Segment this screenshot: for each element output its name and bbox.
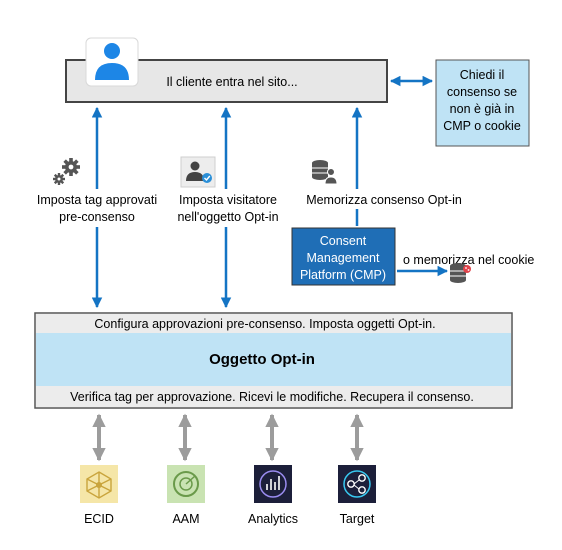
label-left-line-2: pre-consenso: [59, 210, 135, 224]
ecid-icon: [80, 465, 118, 503]
cmp-line-1: Consent: [320, 234, 367, 248]
optin-object-box: Configura approvazioni pre-consenso. Imp…: [34, 312, 513, 409]
optin-title: Oggetto Opt-in: [209, 351, 315, 368]
label-left-line-1: Imposta tag approvati: [37, 193, 157, 207]
analytics-icon: [254, 465, 292, 503]
label-middle-line-1: Imposta visitatore: [179, 193, 277, 207]
cmp-line-3: Platform (CMP): [300, 268, 386, 282]
gears-icon: [53, 158, 80, 185]
user-check-icon: [180, 156, 216, 188]
cmp-box: Consent Management Platform (CMP): [291, 227, 396, 286]
side-note-line-4: CMP o cookie: [443, 119, 521, 133]
aam-icon: [167, 465, 205, 503]
product-label-target: Target: [340, 512, 375, 526]
cmp-line-2: Management: [307, 251, 380, 265]
label-right-line-1: Memorizza consenso Opt-in: [306, 193, 462, 207]
product-label-analytics: Analytics: [248, 512, 298, 526]
product-label-aam: AAM: [172, 512, 199, 526]
user-avatar-icon: [85, 37, 139, 87]
target-icon: [338, 465, 376, 503]
side-note: Chiedi il consenso se non è già in CMP o…: [435, 59, 530, 147]
optin-bottom-text: Verifica tag per approvazione. Ricevi le…: [70, 390, 474, 404]
database-user-icon: [312, 160, 338, 185]
side-note-line-1: Chiedi il: [460, 68, 504, 82]
cookie-database-icon: [450, 263, 471, 283]
label-middle-line-2: nell'oggetto Opt-in: [177, 210, 278, 224]
product-label-ecid: ECID: [84, 512, 114, 526]
side-note-line-2: consenso se: [447, 85, 517, 99]
site-box-text: Il cliente entra nel sito...: [166, 75, 297, 89]
optin-top-text: Configura approvazioni pre-consenso. Imp…: [94, 317, 435, 331]
side-note-line-3: non è già in: [450, 102, 515, 116]
cookie-label: o memorizza nel cookie: [403, 253, 534, 267]
